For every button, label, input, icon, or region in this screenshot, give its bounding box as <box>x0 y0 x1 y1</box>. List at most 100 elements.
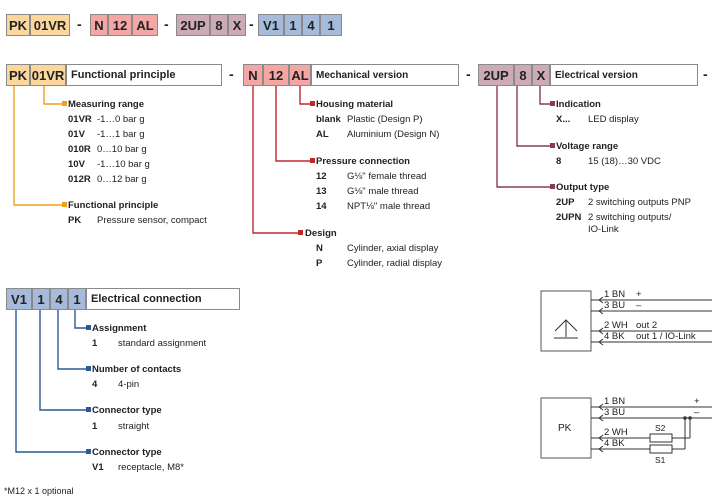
connector-type2-value: receptacle, M8* <box>118 462 185 473</box>
wiring-diagram-1 <box>540 290 712 352</box>
code-12: 12 <box>108 14 132 36</box>
plus-sign: + <box>694 396 700 407</box>
output-code: 2UP <box>556 197 575 208</box>
elec-dash: - <box>466 66 471 82</box>
pressure-code: 13 <box>316 186 327 197</box>
wire-label: 3 BU <box>604 300 626 311</box>
minus-sign: – <box>694 407 700 418</box>
device-label: PK <box>558 423 572 434</box>
range-code: 010R <box>68 144 91 155</box>
connector-type-code: 1 <box>92 421 98 432</box>
functional-title: Functional principle <box>66 64 222 86</box>
conn-code-1: 1 <box>32 288 50 310</box>
code-01vr: 01VR <box>30 14 70 36</box>
code-dash: - <box>164 16 169 32</box>
conn-code-v1: V1 <box>6 288 32 310</box>
housing-code: AL <box>316 129 329 140</box>
code-al: AL <box>132 14 158 36</box>
wire-note: – <box>636 300 642 311</box>
wire-label: 2 WH <box>604 427 628 438</box>
wire-label: 1 BN <box>604 289 626 300</box>
voltage-code: 8 <box>556 156 562 167</box>
range-value: -1…10 bar g <box>97 159 150 170</box>
range-value: 0…10 bar g <box>97 144 147 155</box>
wiring-diagram-2 <box>540 397 712 459</box>
switch-label: S1 <box>655 455 666 465</box>
mech-dash: - <box>229 66 234 82</box>
code-pk: PK <box>6 14 30 36</box>
electrical-title: Electrical version <box>550 64 698 86</box>
pressure-header: Pressure connection <box>316 156 410 167</box>
connector-type-value: straight <box>118 421 150 432</box>
mech-code-n: N <box>243 64 263 86</box>
range-code: 012R <box>68 174 91 185</box>
code-4: 4 <box>302 14 320 36</box>
pressure-code: 12 <box>316 171 327 182</box>
elec-code-x: X <box>532 64 550 86</box>
assignment-value: standard assignment <box>118 338 207 349</box>
wire-label: 1 BN <box>604 396 626 407</box>
output-header: Output type <box>556 182 610 193</box>
design-value: Cylinder, axial display <box>347 243 439 254</box>
indication-header: Indication <box>556 99 601 110</box>
contacts-code: 4 <box>92 379 98 390</box>
wire-note: out 1 / IO-Link <box>636 331 696 342</box>
footnote: *M12 x 1 optional <box>4 486 74 496</box>
code-1: 1 <box>284 14 302 36</box>
design-value: Cylinder, radial display <box>347 258 443 269</box>
assignment-code: 1 <box>92 338 98 349</box>
contacts-value: 4-pin <box>118 379 140 390</box>
housing-code: blank <box>316 114 341 125</box>
output-value: 2 switching outputs PNP <box>588 197 691 208</box>
range-code: 01V <box>68 129 85 140</box>
elec-trail-dash: - <box>703 66 708 82</box>
wire-label: 4 BK <box>604 438 625 449</box>
mech-code-12: 12 <box>263 64 289 86</box>
code-dash: - <box>77 16 82 32</box>
elec-code-8: 8 <box>514 64 532 86</box>
principle-code: PK <box>68 215 82 226</box>
wire-note: out 2 <box>636 320 658 331</box>
measuring-range-header: Measuring range <box>68 99 145 110</box>
output-value-cont: IO-Link <box>588 224 619 235</box>
func-code-01vr: 01VR <box>30 64 66 86</box>
pressure-code: 14 <box>316 201 327 212</box>
pressure-value: G⅛" female thread <box>347 171 427 182</box>
wire-label: 4 BK <box>604 331 625 342</box>
code-v1: V1 <box>258 14 284 36</box>
code-x: X <box>228 14 246 36</box>
range-code: 01VR <box>68 114 92 125</box>
switch-label: S2 <box>655 423 666 433</box>
code-n: N <box>90 14 108 36</box>
elec-code-2up: 2UP <box>478 64 514 86</box>
contacts-header: Number of contacts <box>92 364 182 375</box>
code-2up: 2UP <box>176 14 210 36</box>
code-1b: 1 <box>320 14 342 36</box>
connector-type2-header: Connector type <box>92 447 162 458</box>
functional-principle-header: Functional principle <box>68 200 159 211</box>
code-8: 8 <box>210 14 228 36</box>
indication-value: LED display <box>588 114 639 125</box>
voltage-value: 15 (18)…30 VDC <box>588 156 661 167</box>
conn-code-1b: 1 <box>68 288 86 310</box>
design-header: Design <box>305 228 337 239</box>
pressure-value: G⅛" male thread <box>347 186 419 197</box>
range-value: -1…0 bar g <box>97 114 145 125</box>
indication-code: X... <box>556 114 571 125</box>
wire-label: 3 BU <box>604 407 626 418</box>
code-dash: - <box>249 16 254 32</box>
wire-note: + <box>636 289 642 300</box>
connection-title: Electrical connection <box>86 288 240 310</box>
principle-value: Pressure sensor, compact <box>97 215 207 226</box>
connector-type-header: Connector type <box>92 405 162 416</box>
housing-header: Housing material <box>316 99 394 110</box>
mechanical-title: Mechanical version <box>311 64 459 86</box>
assignment-header: Assignment <box>92 323 147 334</box>
connector-type2-code: V1 <box>92 462 104 473</box>
func-code-pk: PK <box>6 64 30 86</box>
range-value: -1…1 bar g <box>97 129 145 140</box>
mech-code-al: AL <box>289 64 311 86</box>
design-code: P <box>316 258 323 269</box>
output-value: 2 switching outputs/ <box>588 212 672 223</box>
